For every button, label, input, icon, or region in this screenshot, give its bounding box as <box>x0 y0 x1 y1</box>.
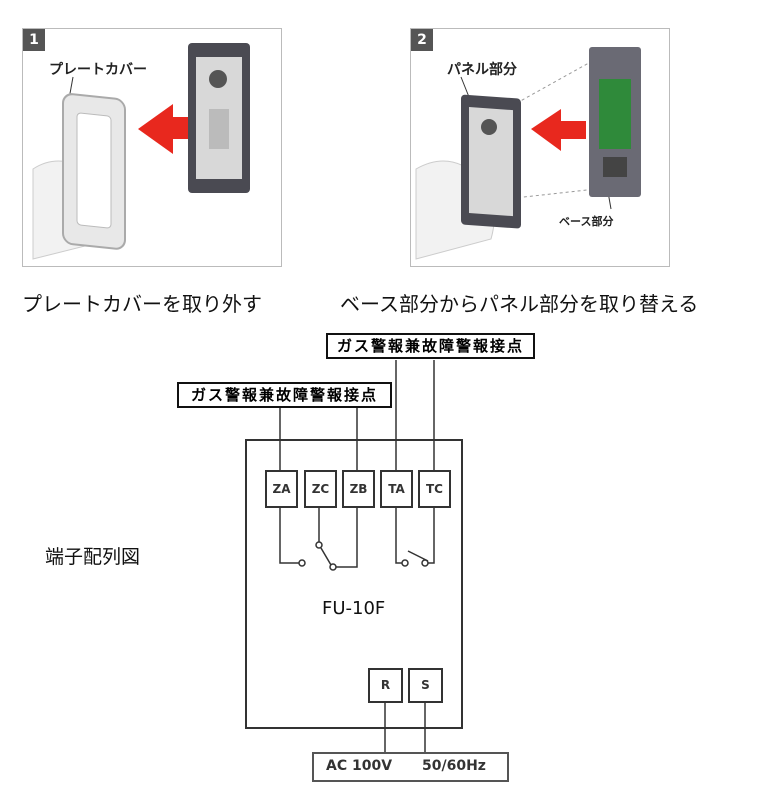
step1-illustration: 1 プレートカバー <box>22 28 282 267</box>
step-number: 1 <box>23 29 45 51</box>
step1-caption: プレートカバーを取り外す <box>22 292 262 316</box>
plate-cover-label: プレートカバー <box>49 62 147 78</box>
terminal-zc: ZC <box>304 470 337 508</box>
diagram-title: 端子配列図 <box>45 546 141 568</box>
panel-part-label: パネル部分 <box>447 62 517 78</box>
step-number: 2 <box>411 29 433 51</box>
plate-cover-removal-drawing <box>32 43 250 260</box>
power-frequency: 50/60Hz <box>422 758 486 774</box>
terminal-tc: TC <box>418 470 451 508</box>
step2-caption: ベース部分からパネル部分を取り替える <box>340 292 699 316</box>
terminal-za: ZA <box>265 470 298 508</box>
terminal-s: S <box>408 668 443 703</box>
power-voltage: AC 100V <box>326 758 393 774</box>
contact-label-t: ガス警報兼故障警報接点 <box>326 333 535 359</box>
panel-replacement-drawing <box>415 47 641 260</box>
model-name: FU-10F <box>322 598 386 619</box>
terminal-r: R <box>368 668 403 703</box>
base-part-label: ベース部分 <box>559 215 614 228</box>
step2-illustration: 2 パネル部分 ベース部分 <box>410 28 670 267</box>
terminal-ta: TA <box>380 470 413 508</box>
contact-label-z: ガス警報兼故障警報接点 <box>177 382 392 408</box>
power-supply-label: AC 100V 50/60Hz <box>312 752 509 782</box>
terminal-zb: ZB <box>342 470 375 508</box>
